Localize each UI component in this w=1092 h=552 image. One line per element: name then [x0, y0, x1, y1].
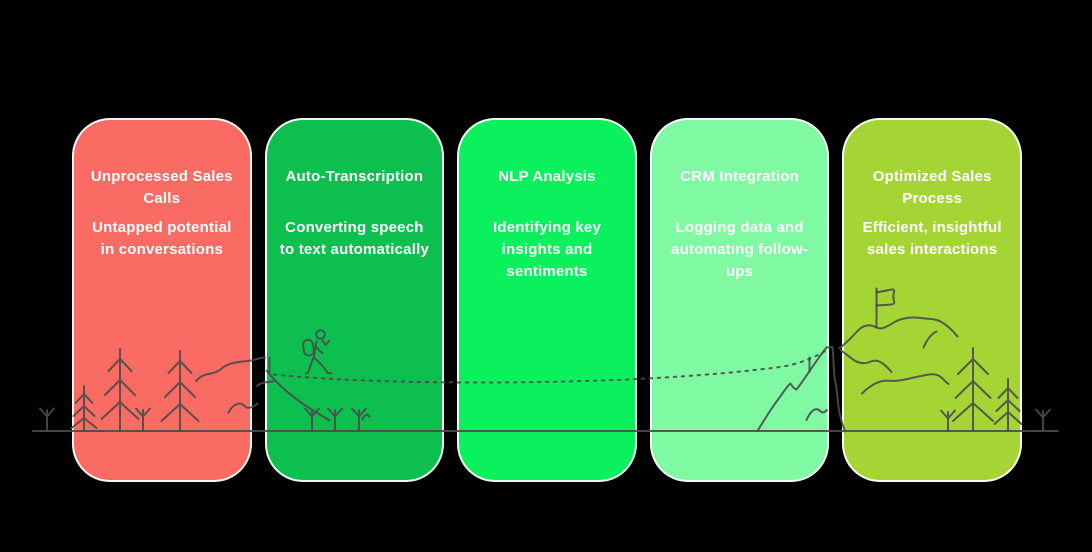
card-unprocessed-sales: Unprocessed Sales Calls Untapped potenti…: [72, 118, 252, 482]
card-title: CRM Integration: [680, 168, 799, 185]
card-description: Efficient, insightful sales interactions: [862, 219, 1002, 258]
card-title: Optimized Sales Process: [872, 168, 992, 207]
card-description: Logging data and automating follow-ups: [671, 219, 809, 280]
card-optimized-sales: Optimized Sales Process Efficient, insig…: [842, 118, 1022, 482]
card-crm-integration: CRM Integration Logging data and automat…: [649, 118, 830, 482]
process-cards: Unprocessed Sales Calls Untapped potenti…: [72, 118, 1022, 482]
card-title: NLP Analysis: [498, 168, 596, 185]
sprout-icon: [39, 407, 55, 432]
card-description: Identifying key insights and sentiments: [492, 219, 601, 280]
card-auto-transcription: Auto-Transcription Converting speech to …: [264, 118, 445, 482]
sprout-icon: [1035, 408, 1051, 432]
card-title: Auto-Transcription: [285, 168, 424, 185]
card-description: Untapped potential in conversations: [92, 219, 232, 258]
card-description: Converting speech to text automatically: [279, 219, 429, 258]
card-nlp-analysis: NLP Analysis Identifying key insights an…: [457, 118, 637, 482]
card-title: Unprocessed Sales Calls: [90, 168, 233, 207]
